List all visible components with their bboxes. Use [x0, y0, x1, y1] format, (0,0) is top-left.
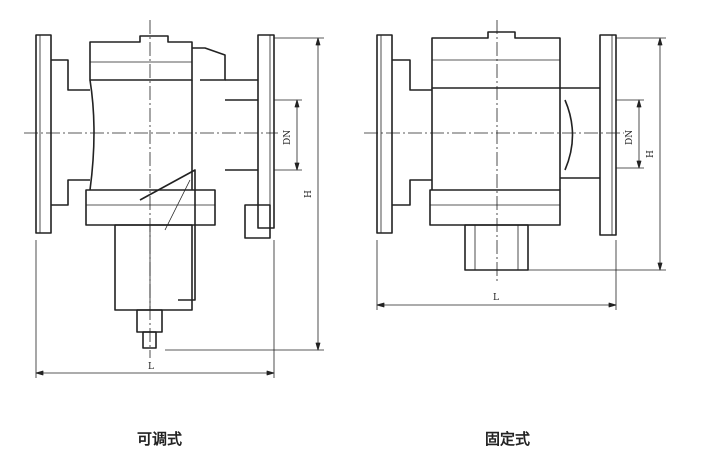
fixed-valve-drawing: L H DN — [364, 20, 666, 310]
right-inlet-flange — [376, 34, 393, 234]
left-dim-length-label: L — [148, 362, 154, 372]
left-flange-neck — [51, 59, 90, 206]
left-bonnet — [89, 35, 193, 81]
right-outlet-flange — [599, 34, 617, 236]
fixed-type-caption: 固定式 — [485, 430, 531, 448]
left-lower-body — [85, 189, 216, 226]
adjustable-valve-drawing: L H DN — [24, 20, 324, 378]
left-inlet-flange — [35, 34, 52, 234]
adjustable-type-caption: 可调式 — [137, 430, 183, 448]
right-dim-length-label: L — [493, 293, 499, 303]
left-outlet-flange — [257, 34, 275, 229]
left-dim-dn-label: DN — [283, 130, 293, 145]
right-bonnet — [431, 31, 561, 89]
right-lower-body — [429, 189, 561, 226]
adjusting-housing — [114, 224, 193, 311]
right-dim-dn-label: DN — [625, 130, 635, 145]
bottom-plug — [464, 224, 529, 271]
right-dim-height-label: H — [646, 150, 656, 158]
left-dim-height-label: H — [304, 190, 314, 198]
adjusting-screw — [136, 309, 163, 333]
